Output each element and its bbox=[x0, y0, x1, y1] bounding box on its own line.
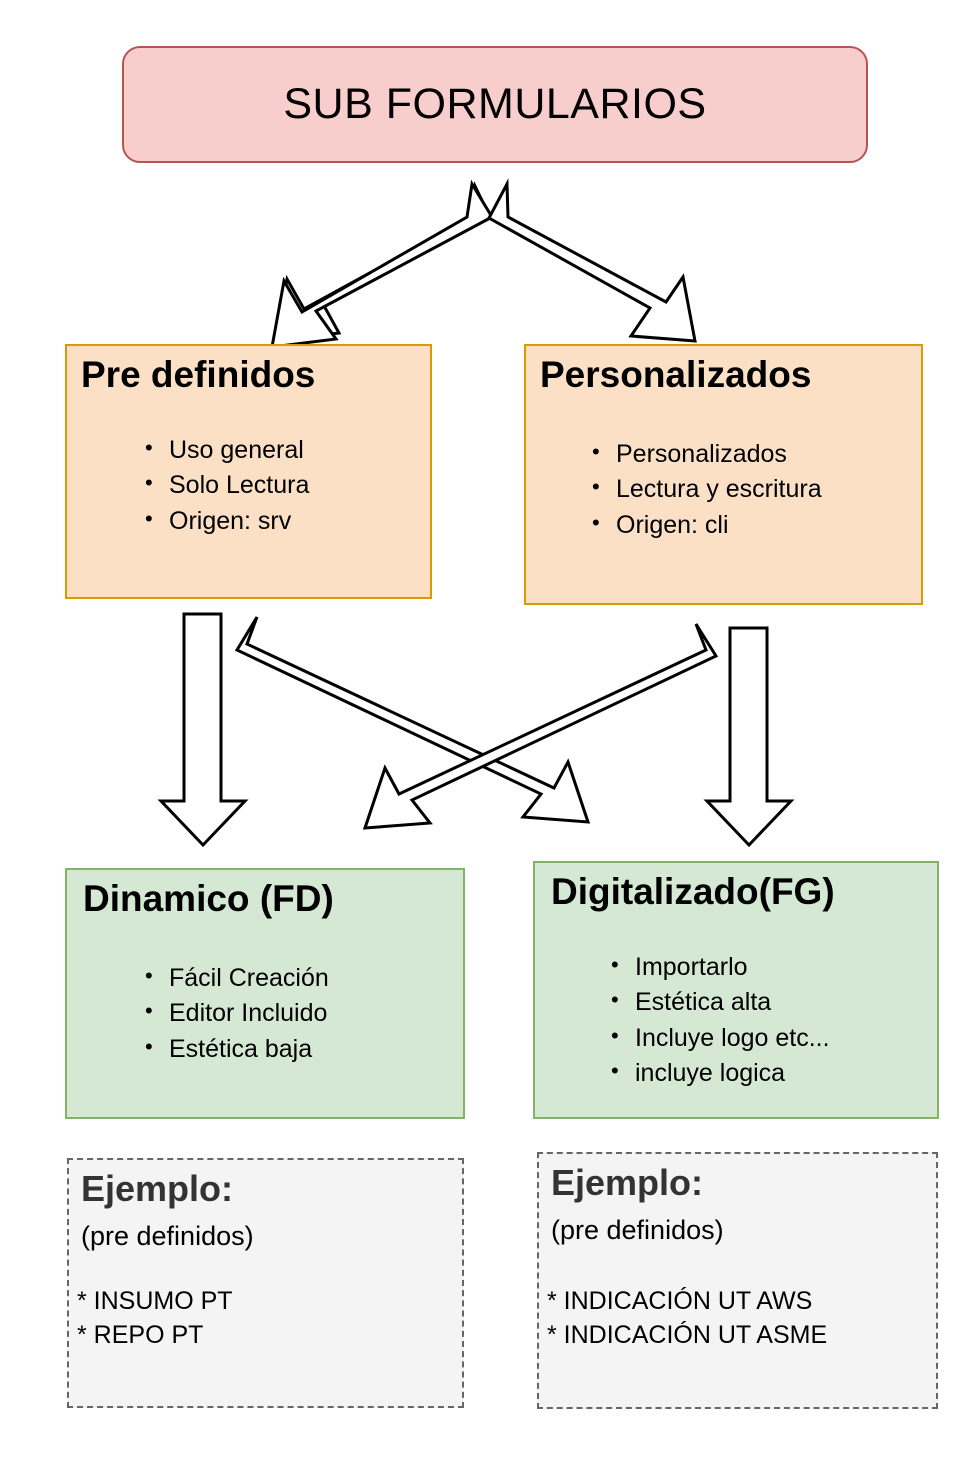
node-ejemplo-pre-definidos-left[interactable]: Ejemplo: (pre definidos) * INSUMO PT * R… bbox=[67, 1158, 464, 1408]
list-item: incluye logica bbox=[611, 1055, 937, 1092]
list-item: Editor Incluido bbox=[145, 995, 463, 1032]
list-item: Estética baja bbox=[145, 1031, 463, 1068]
list-item: Lectura y escritura bbox=[592, 471, 921, 508]
list-item: Fácil Creación bbox=[145, 960, 463, 997]
arrow-personalizados-to-digitalizado bbox=[703, 626, 795, 848]
ejemplo-title: Ejemplo: bbox=[81, 1168, 234, 1209]
arrow-pre-definidos-to-dinamico bbox=[157, 612, 249, 848]
list-item: * INDICACIÓN UT AWS bbox=[547, 1287, 813, 1316]
arrow-root-to-pre-definidos-body bbox=[270, 179, 495, 349]
list-item: * INDICACIÓN UT ASME bbox=[547, 1321, 828, 1350]
list-item: Incluye logo etc... bbox=[611, 1020, 937, 1057]
arrow-root-to-personalizados bbox=[486, 178, 697, 343]
list-item: * REPO PT bbox=[77, 1321, 204, 1350]
node-personalizados[interactable]: Personalizados Personalizados Lectura y … bbox=[524, 344, 923, 605]
list-item: * INSUMO PT bbox=[77, 1287, 233, 1316]
node-personalizados-bullets: Personalizados Lectura y escritura Orige… bbox=[592, 436, 921, 544]
list-item: Estética alta bbox=[611, 984, 937, 1021]
node-digitalizado-fg[interactable]: Digitalizado(FG) Importarlo Estética alt… bbox=[533, 861, 939, 1119]
node-digitalizado-fg-bullets: Importarlo Estética alta Incluye logo et… bbox=[611, 949, 937, 1092]
arrow-pre-definidos-to-digitalizado bbox=[234, 616, 591, 824]
node-personalizados-title: Personalizados bbox=[540, 354, 812, 395]
arrow-personalizados-to-dinamico bbox=[362, 623, 719, 830]
node-pre-definidos-bullets: Uso general Solo Lectura Origen: srv bbox=[145, 432, 430, 540]
list-item: Personalizados bbox=[592, 436, 921, 473]
node-pre-definidos[interactable]: Pre definidos Uso general Solo Lectura O… bbox=[65, 344, 432, 599]
ejemplo-subtitle: (pre definidos) bbox=[81, 1220, 254, 1251]
list-item: Uso general bbox=[145, 432, 430, 469]
ejemplo-item-list: * INSUMO PT * REPO PT bbox=[69, 1251, 462, 1353]
node-sub-formularios[interactable]: SUB FORMULARIOS bbox=[122, 46, 868, 163]
list-item: Importarlo bbox=[611, 949, 937, 986]
node-digitalizado-fg-title: Digitalizado(FG) bbox=[551, 871, 835, 912]
node-dinamico-fd-title: Dinamico (FD) bbox=[83, 878, 334, 919]
list-item: Origen: cli bbox=[592, 507, 921, 544]
ejemplo-subtitle: (pre definidos) bbox=[551, 1214, 724, 1245]
list-item: Origen: srv bbox=[145, 503, 430, 540]
node-pre-definidos-title: Pre definidos bbox=[81, 354, 316, 395]
arrow-root-to-pre-definidos bbox=[273, 181, 490, 343]
list-item: Solo Lectura bbox=[145, 467, 430, 504]
node-dinamico-fd-bullets: Fácil Creación Editor Incluido Estética … bbox=[145, 960, 463, 1068]
ejemplo-title: Ejemplo: bbox=[551, 1162, 704, 1203]
ejemplo-item-list: * INDICACIÓN UT AWS * INDICACIÓN UT ASME bbox=[539, 1245, 936, 1353]
root-node-title: SUB FORMULARIOS bbox=[283, 80, 707, 128]
node-ejemplo-pre-definidos-right[interactable]: Ejemplo: (pre definidos) * INDICACIÓN UT… bbox=[537, 1152, 938, 1409]
node-dinamico-fd[interactable]: Dinamico (FD) Fácil Creación Editor Incl… bbox=[65, 868, 465, 1119]
